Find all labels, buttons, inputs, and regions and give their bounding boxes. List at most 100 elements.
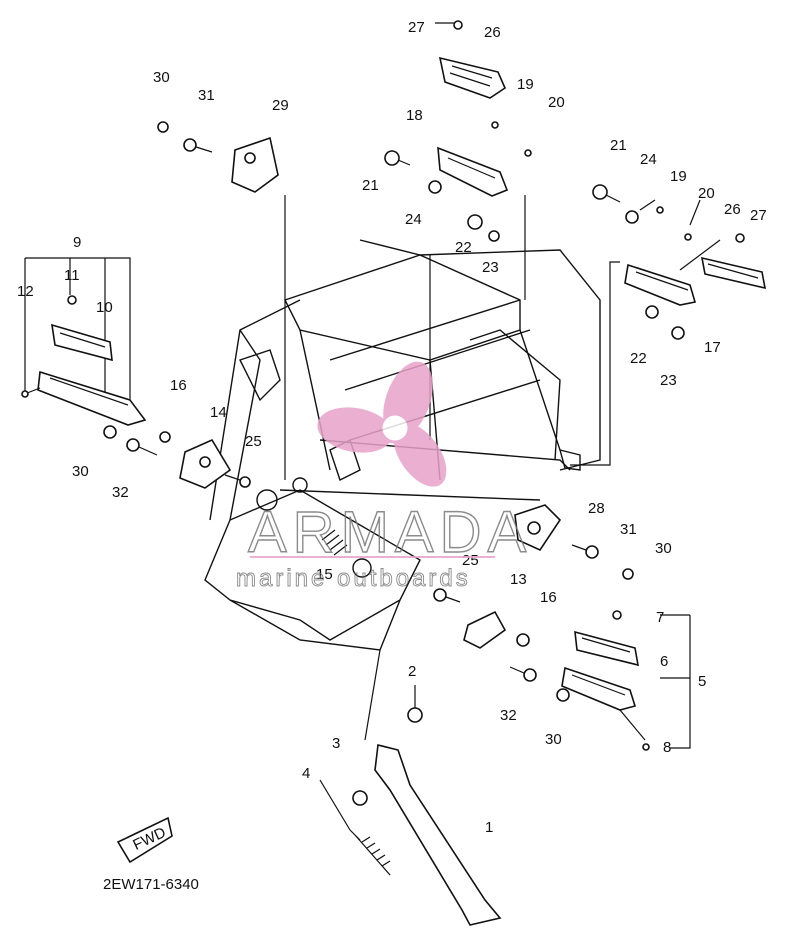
washer-24 — [428, 180, 442, 194]
footrest-5-body — [561, 666, 637, 711]
sidestand-1 — [374, 744, 502, 926]
bolt-31-right — [571, 544, 599, 559]
spring-19 — [491, 121, 499, 129]
callout-15: 15 — [316, 566, 333, 583]
callout-16-left: 16 — [170, 377, 187, 394]
callout-5: 5 — [698, 673, 706, 690]
callout-19-right: 19 — [670, 168, 687, 185]
callout-22-right: 22 — [630, 350, 647, 367]
bolt-31-top — [183, 138, 213, 153]
washer-22 — [467, 214, 483, 230]
callout-26-right: 26 — [724, 201, 741, 218]
callout-4: 4 — [302, 765, 310, 782]
callout-20-right: 20 — [698, 185, 715, 202]
leader-lines — [24, 22, 721, 831]
callout-11: 11 — [64, 267, 80, 284]
fwd-arrow-icon — [116, 816, 173, 864]
pivot-pin-21-right — [592, 184, 621, 203]
bolt-11 — [67, 295, 77, 305]
watermark: ARMADA marine outboards — [236, 361, 527, 592]
spring-15 — [321, 529, 348, 556]
ball-20 — [524, 149, 532, 157]
callout-14: 14 — [210, 404, 227, 421]
bracket-29 — [231, 136, 279, 193]
callout-27-right: 27 — [750, 207, 767, 224]
callout-29: 29 — [272, 97, 289, 114]
footrest-rubber-26-top — [438, 56, 507, 99]
callout-31-top: 31 — [198, 87, 215, 104]
callout-32-right: 32 — [500, 707, 517, 724]
spring-4 — [349, 829, 391, 876]
callout-28: 28 — [588, 500, 605, 517]
callout-10: 10 — [96, 299, 113, 316]
collar-16-right — [516, 633, 530, 647]
callout-12: 12 — [17, 283, 34, 300]
bracket-14 — [179, 438, 232, 489]
callout-19: 19 — [517, 76, 534, 93]
pivot-pin-21 — [384, 150, 411, 166]
nut-23-right — [671, 326, 685, 340]
callout-30-left: 30 — [72, 463, 89, 480]
callout-7: 7 — [656, 609, 664, 626]
bolt-25-left — [224, 474, 251, 488]
callout-30-top: 30 — [153, 69, 170, 86]
nut-30-top — [157, 121, 169, 133]
bolt-32-left — [126, 438, 158, 456]
callout-30-right-upper: 30 — [655, 540, 672, 557]
callout-16-right: 16 — [540, 589, 557, 606]
figure-code: 2EW171-6340 — [103, 876, 199, 893]
nut-30-right-lower — [556, 688, 570, 702]
callout-23: 23 — [482, 259, 499, 276]
bolt-27-right — [735, 233, 745, 243]
pin-12 — [21, 387, 41, 398]
bolt-2 — [407, 685, 423, 723]
footrest-rubber-26-right — [700, 256, 767, 290]
callout-32-left: 32 — [112, 484, 129, 501]
callout-1: 1 — [485, 819, 493, 836]
callout-25-left: 25 — [245, 433, 262, 450]
callout-31-right: 31 — [620, 521, 637, 538]
bolt-32-right — [509, 666, 537, 682]
nut-23 — [488, 230, 500, 242]
callout-22: 22 — [455, 239, 472, 256]
ball-20-right — [684, 233, 692, 241]
pin-8 — [619, 709, 650, 751]
collar-16-left — [159, 431, 171, 443]
bracket-28 — [514, 504, 562, 552]
washer-24-right — [625, 210, 639, 224]
bolt-7 — [612, 610, 622, 620]
footrest-rubber-10 — [51, 323, 113, 362]
spring-19-right — [656, 206, 664, 214]
footrest-rubber-6 — [574, 630, 640, 667]
callout-21: 21 — [362, 177, 379, 194]
footrest-18 — [437, 146, 509, 197]
washer-22-right — [645, 305, 659, 319]
callout-23-right: 23 — [660, 372, 677, 389]
callout-labels: 1 2 3 4 5 6 7 8 9 10 11 12 13 14 15 16 1… — [17, 19, 767, 836]
callout-27: 27 — [408, 19, 425, 36]
bolt-27-top — [453, 20, 463, 30]
callout-30-right-lower: 30 — [545, 731, 562, 748]
callout-13: 13 — [510, 571, 527, 588]
callout-8: 8 — [663, 739, 671, 756]
nut-30-right-upper — [622, 568, 634, 580]
callout-2: 2 — [408, 663, 416, 680]
callout-24: 24 — [405, 211, 422, 228]
collar-3 — [352, 790, 368, 806]
callout-17: 17 — [704, 339, 721, 356]
watermark-tagline: marine outboards — [236, 565, 471, 592]
footrest-17 — [624, 263, 697, 306]
callout-18: 18 — [406, 107, 423, 124]
bolt-25-right — [433, 588, 461, 603]
callout-24-right: 24 — [640, 151, 657, 168]
callout-26: 26 — [484, 24, 501, 41]
callout-21-right: 21 — [610, 137, 627, 154]
nut-30-left — [103, 425, 117, 439]
callout-3: 3 — [332, 735, 340, 752]
callout-20: 20 — [548, 94, 565, 111]
callout-6: 6 — [660, 653, 668, 670]
propeller-logo-icon — [317, 361, 447, 487]
bracket-13 — [463, 610, 507, 649]
callout-9: 9 — [73, 234, 81, 251]
